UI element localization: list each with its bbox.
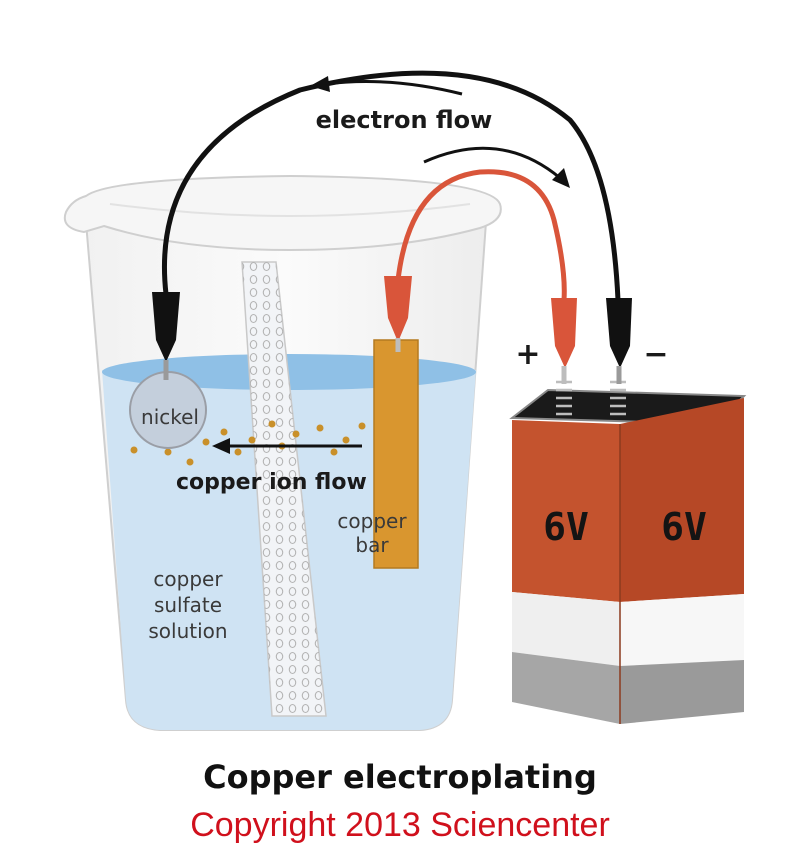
battery-side-label: 6V	[661, 505, 707, 549]
black-wire	[162, 70, 621, 301]
electroplating-diagram: nickel copper bar copper sulfate solutio…	[63, 70, 747, 731]
beaker-rim	[63, 174, 502, 252]
red-clip-battery	[551, 298, 577, 384]
electron-flow-arrow-right	[423, 146, 570, 188]
electron-flow-arrow-top	[310, 76, 463, 96]
negative-terminal-label: −	[643, 337, 668, 372]
battery-6v	[509, 388, 747, 724]
battery-front-label: 6V	[543, 505, 589, 549]
black-clip-nickel	[152, 292, 180, 380]
red-clip-copper	[384, 276, 412, 352]
nickel-label: nickel	[141, 405, 199, 429]
copper-bar-label-line1: copper	[337, 509, 407, 533]
solution-label-line3: solution	[148, 619, 227, 643]
porous-divider	[241, 261, 327, 717]
nickel-electrode: nickel	[129, 371, 207, 449]
red-wire	[395, 169, 567, 301]
copper-bar-label-line2: bar	[355, 533, 389, 557]
black-clip-battery	[606, 298, 632, 384]
copper-ion-flow-label: copper ion flow	[176, 470, 367, 495]
positive-terminal-label: +	[515, 337, 540, 372]
solution-label-line2: sulfate	[154, 593, 222, 617]
copyright-notice: Copyright 2013 Sciencenter	[190, 806, 610, 844]
copper-ion-flow-arrow	[212, 438, 362, 454]
copper-bar	[373, 339, 419, 569]
diagram-title: Copper electroplating	[203, 758, 597, 796]
solution-label-line1: copper	[153, 567, 223, 591]
electron-flow-label: electron flow	[316, 106, 493, 134]
